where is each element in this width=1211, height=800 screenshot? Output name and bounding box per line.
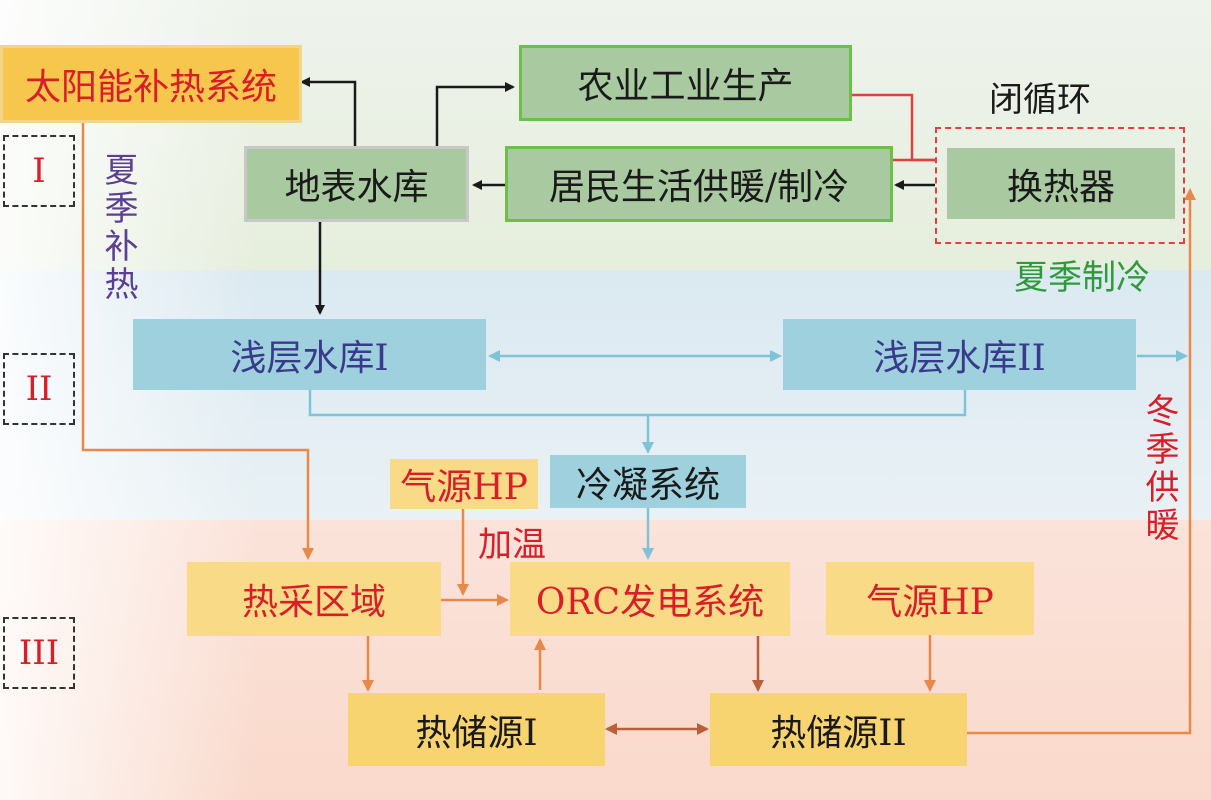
node-condenser: 冷凝系统 xyxy=(550,455,746,508)
node-air-source-hp-left: 气源HP xyxy=(390,459,538,509)
node-hot-extraction-area-label: 热采区域 xyxy=(241,582,386,623)
zone-2-label: II xyxy=(25,369,53,409)
closed-loop-frame xyxy=(935,127,1185,244)
node-heat-store-1: 热储源I xyxy=(348,693,605,766)
node-agri-industry-label: 农业工业生产 xyxy=(577,66,794,107)
node-air-source-hp-right: 气源HP xyxy=(826,562,1034,635)
node-condenser-label: 冷凝系统 xyxy=(575,464,720,506)
zone-2-marker: II xyxy=(3,353,75,425)
zone-3-label: III xyxy=(18,633,60,673)
node-solar-heating-label: 太阳能补热系统 xyxy=(24,67,277,108)
label-closed-loop: 闭循环 xyxy=(989,80,1091,120)
arrow-solar-to-hot-area xyxy=(81,122,314,560)
label-winter-heating: 冬季供暖 xyxy=(1139,393,1179,545)
merge-shallow-to-condense xyxy=(308,390,967,452)
node-air-source-hp-right-label: 气源HP xyxy=(866,581,994,623)
node-shallow-reservoir-1-label: 浅层水库I xyxy=(230,337,389,379)
node-solar-heating: 太阳能补热系统 xyxy=(0,45,302,123)
node-agri-industry: 农业工业生产 xyxy=(519,45,852,121)
label-summer-cooling: 夏季制冷 xyxy=(1014,258,1150,298)
node-residential: 居民生活供暖/制冷 xyxy=(505,146,893,222)
arrow-surface-to-agri xyxy=(435,82,515,148)
node-shallow-reservoir-2: 浅层水库II xyxy=(783,319,1136,390)
node-heat-exchanger: 换热器 xyxy=(947,148,1175,219)
node-surface-reservoir: 地表水库 xyxy=(244,146,469,222)
node-shallow-reservoir-2-label: 浅层水库II xyxy=(873,337,1046,379)
node-orc-system: ORC发电系统 xyxy=(510,562,790,636)
node-heat-store-1-label: 热储源I xyxy=(415,712,538,754)
node-orc-system-label: ORC发电系统 xyxy=(535,582,765,623)
left-fade-overlay xyxy=(0,0,260,800)
node-heat-store-2: 热储源II xyxy=(710,693,967,766)
node-shallow-reservoir-1: 浅层水库I xyxy=(133,319,486,390)
node-residential-label: 居民生活供暖/制冷 xyxy=(548,167,850,208)
zone-3-marker: III xyxy=(3,617,75,689)
zone-1-marker: I xyxy=(3,135,75,207)
arrow-surface-to-solar xyxy=(300,77,357,148)
node-air-source-hp-left-label: 气源HP xyxy=(400,467,528,508)
node-heat-exchanger-label: 换热器 xyxy=(1006,166,1115,208)
label-summer-reheat: 夏季补热 xyxy=(98,152,138,304)
node-heat-store-2-label: 热储源II xyxy=(770,712,907,754)
zone-1-label: I xyxy=(32,151,46,191)
node-hot-extraction-area: 热采区域 xyxy=(187,562,441,636)
label-warming: 加温 xyxy=(478,525,546,565)
node-surface-reservoir-label: 地表水库 xyxy=(284,167,429,208)
arrow-store2-to-exchanger xyxy=(967,188,1196,735)
